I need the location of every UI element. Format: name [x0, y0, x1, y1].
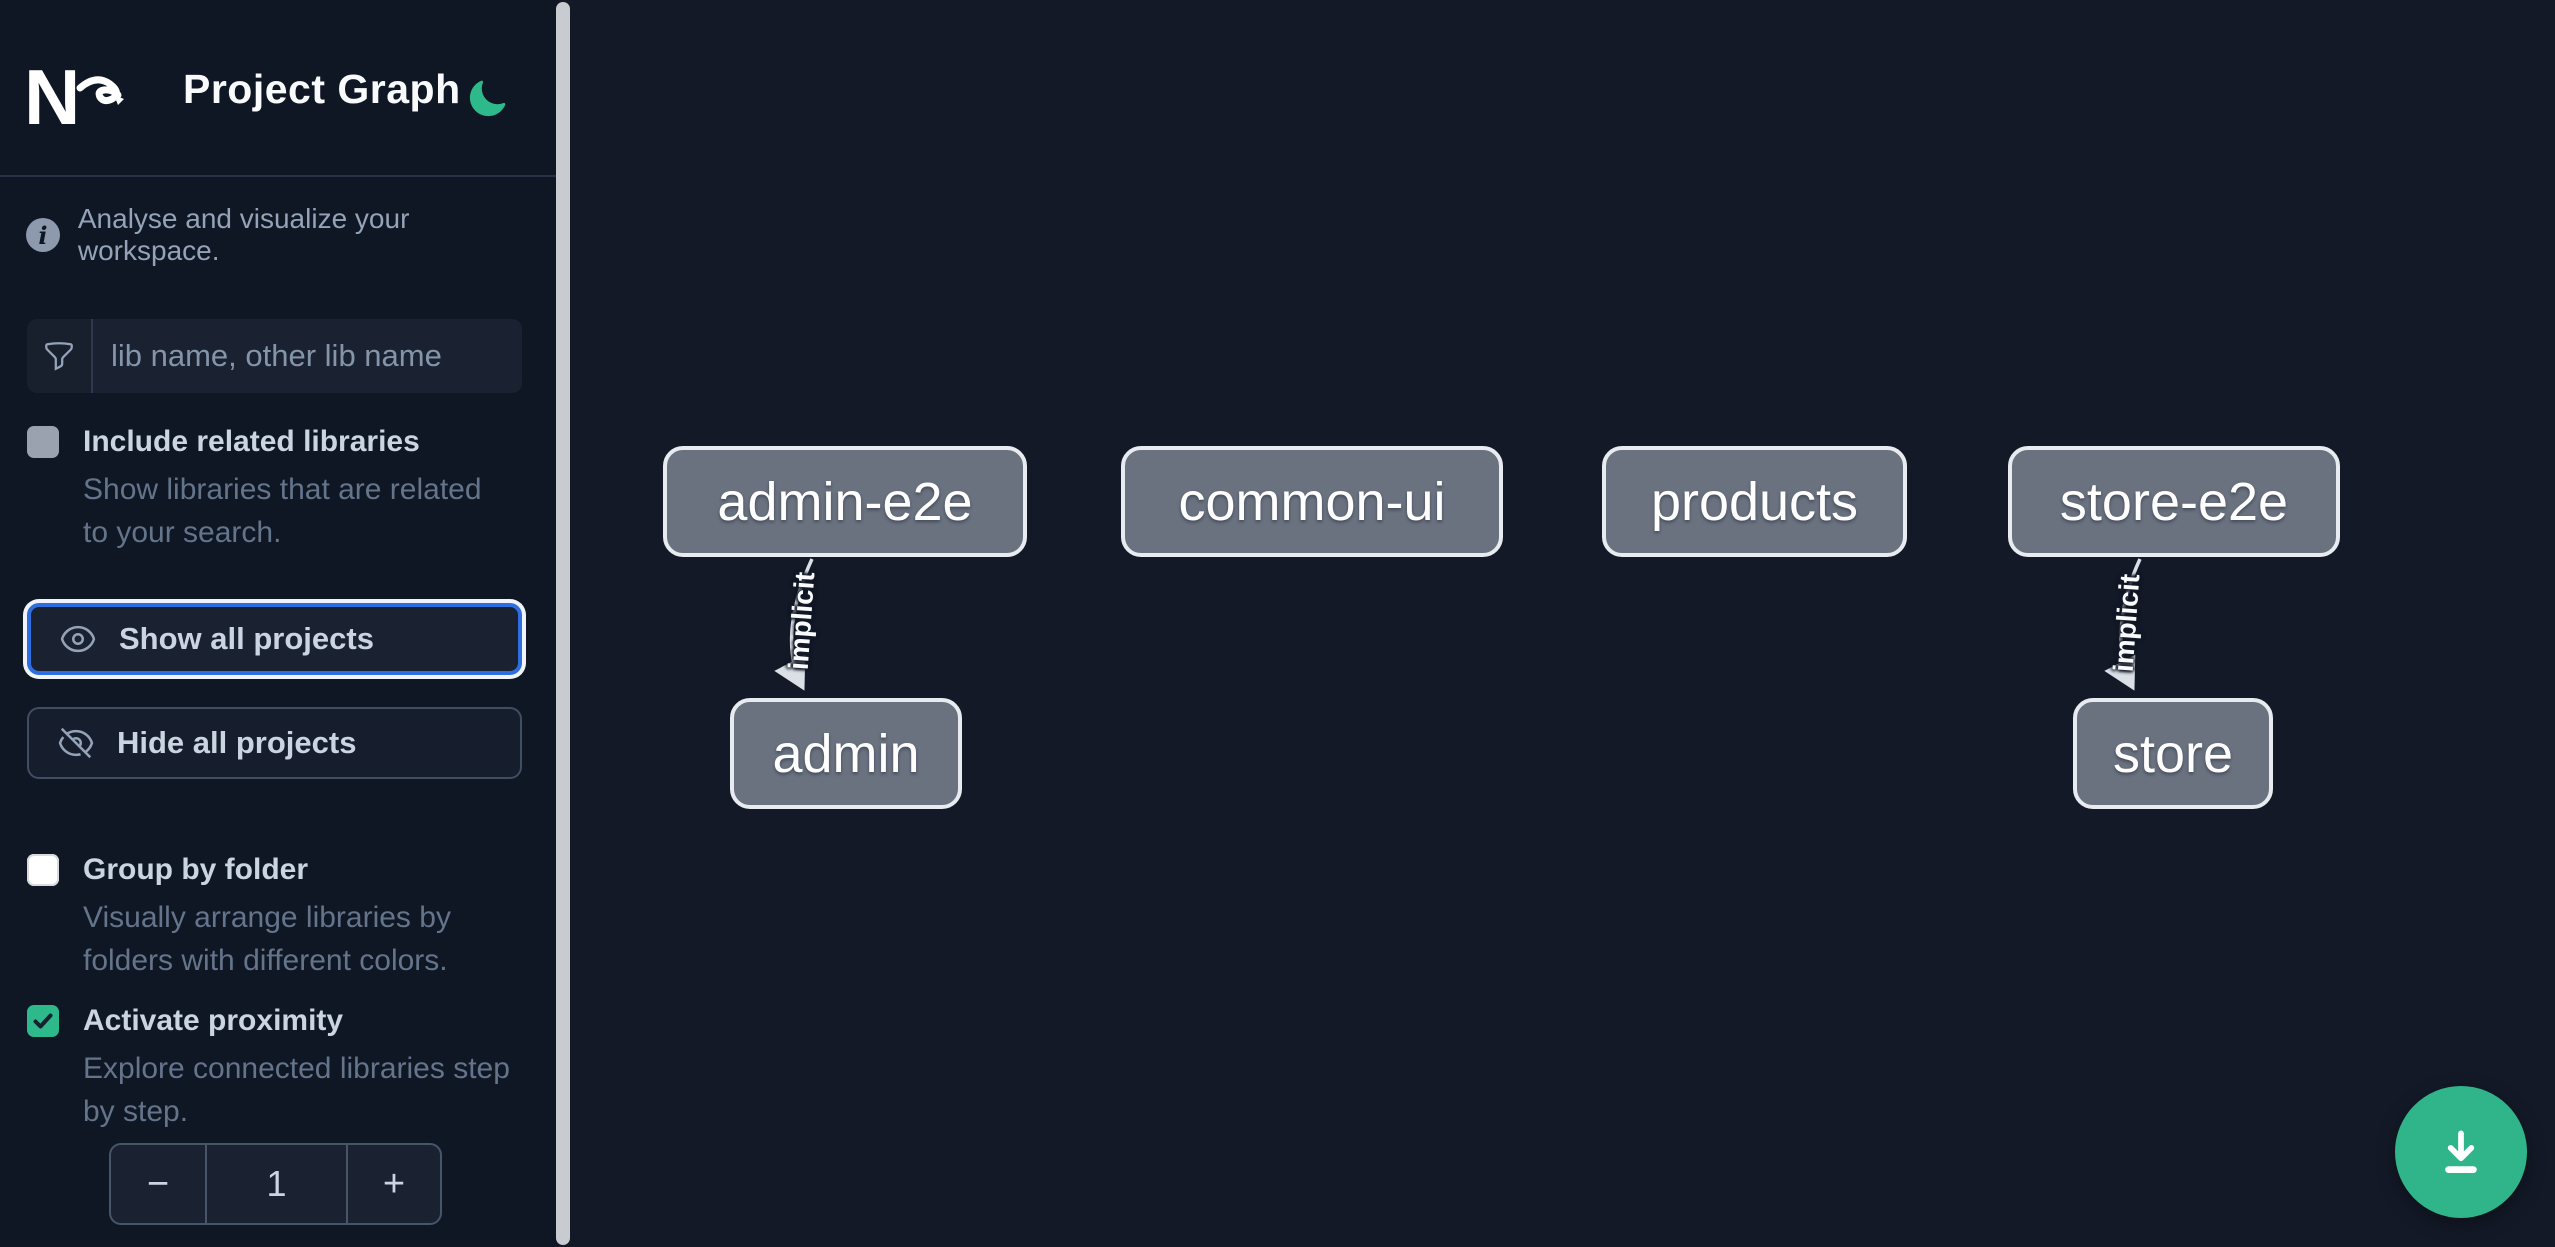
project-node-store-e2e[interactable]: store-e2e — [2008, 446, 2340, 557]
check-icon — [33, 1013, 53, 1029]
toggle-include-related: Include related libraries Show libraries… — [27, 424, 527, 554]
moon-icon — [469, 80, 506, 117]
sidebar-header: N Project Graph — [0, 0, 557, 177]
eye-slash-icon — [58, 727, 94, 759]
activate-proximity-label[interactable]: Activate proximity — [83, 1004, 344, 1037]
theme-toggle-button[interactable] — [466, 78, 508, 120]
increment-button[interactable]: + — [382, 1162, 406, 1205]
project-node-admin-e2e[interactable]: admin-e2e — [663, 446, 1027, 557]
show-all-projects-label: Show all projects — [119, 621, 374, 656]
group-by-folder-checkbox[interactable] — [27, 854, 59, 886]
project-node-store[interactable]: store — [2073, 698, 2273, 809]
graph-canvas[interactable] — [570, 0, 2555, 1247]
nx-logo: N — [28, 60, 124, 130]
toggle-activate-proximity: Activate proximity Explore connected lib… — [27, 1003, 527, 1133]
eye-icon — [60, 625, 96, 653]
search-box — [27, 319, 522, 393]
svg-text:N: N — [28, 60, 80, 130]
filter-input[interactable] — [93, 319, 522, 393]
decrement-button[interactable]: − — [111, 1145, 207, 1223]
project-node-common-ui[interactable]: common-ui — [1121, 446, 1503, 557]
group-by-folder-description: Visually arrange libraries by folders wi… — [83, 901, 451, 977]
include-related-label[interactable]: Include related libraries — [83, 425, 420, 458]
info-icon: i — [26, 218, 60, 252]
toggle-group-by-folder: Group by folder Visually arrange librari… — [27, 852, 527, 982]
hide-all-projects-button[interactable]: Hide all projects — [27, 707, 522, 779]
download-graph-button[interactable] — [2395, 1086, 2527, 1218]
activate-proximity-checkbox[interactable] — [27, 1005, 59, 1037]
edge-label-implicit-admin: implicit — [782, 570, 821, 671]
show-all-projects-button[interactable]: Show all projects — [27, 603, 522, 675]
project-node-admin[interactable]: admin — [730, 698, 962, 809]
activate-proximity-description: Explore connected libraries step by step… — [83, 1052, 510, 1128]
edge-label-implicit-store: implicit — [2107, 572, 2146, 673]
project-node-products[interactable]: products — [1602, 446, 1907, 557]
hide-all-projects-label: Hide all projects — [117, 725, 357, 760]
sidebar: N Project Graph i Analyse and visualize … — [0, 0, 557, 1247]
funnel-icon — [27, 319, 93, 393]
include-related-description: Show libraries that are related to your … — [83, 473, 482, 549]
proximity-depth-stepper: − 1 + — [109, 1143, 442, 1225]
tagline-text: Analyse and visualize your workspace. — [77, 203, 410, 266]
page-title: Project Graph — [183, 66, 461, 112]
tagline-row: i Analyse and visualize your workspace. — [26, 203, 557, 267]
depth-value: 1 — [207, 1145, 348, 1223]
download-icon — [2445, 1130, 2477, 1173]
sidebar-scrollbar[interactable] — [556, 2, 570, 1245]
group-by-folder-label[interactable]: Group by folder — [83, 853, 308, 886]
include-related-checkbox[interactable] — [27, 426, 59, 458]
